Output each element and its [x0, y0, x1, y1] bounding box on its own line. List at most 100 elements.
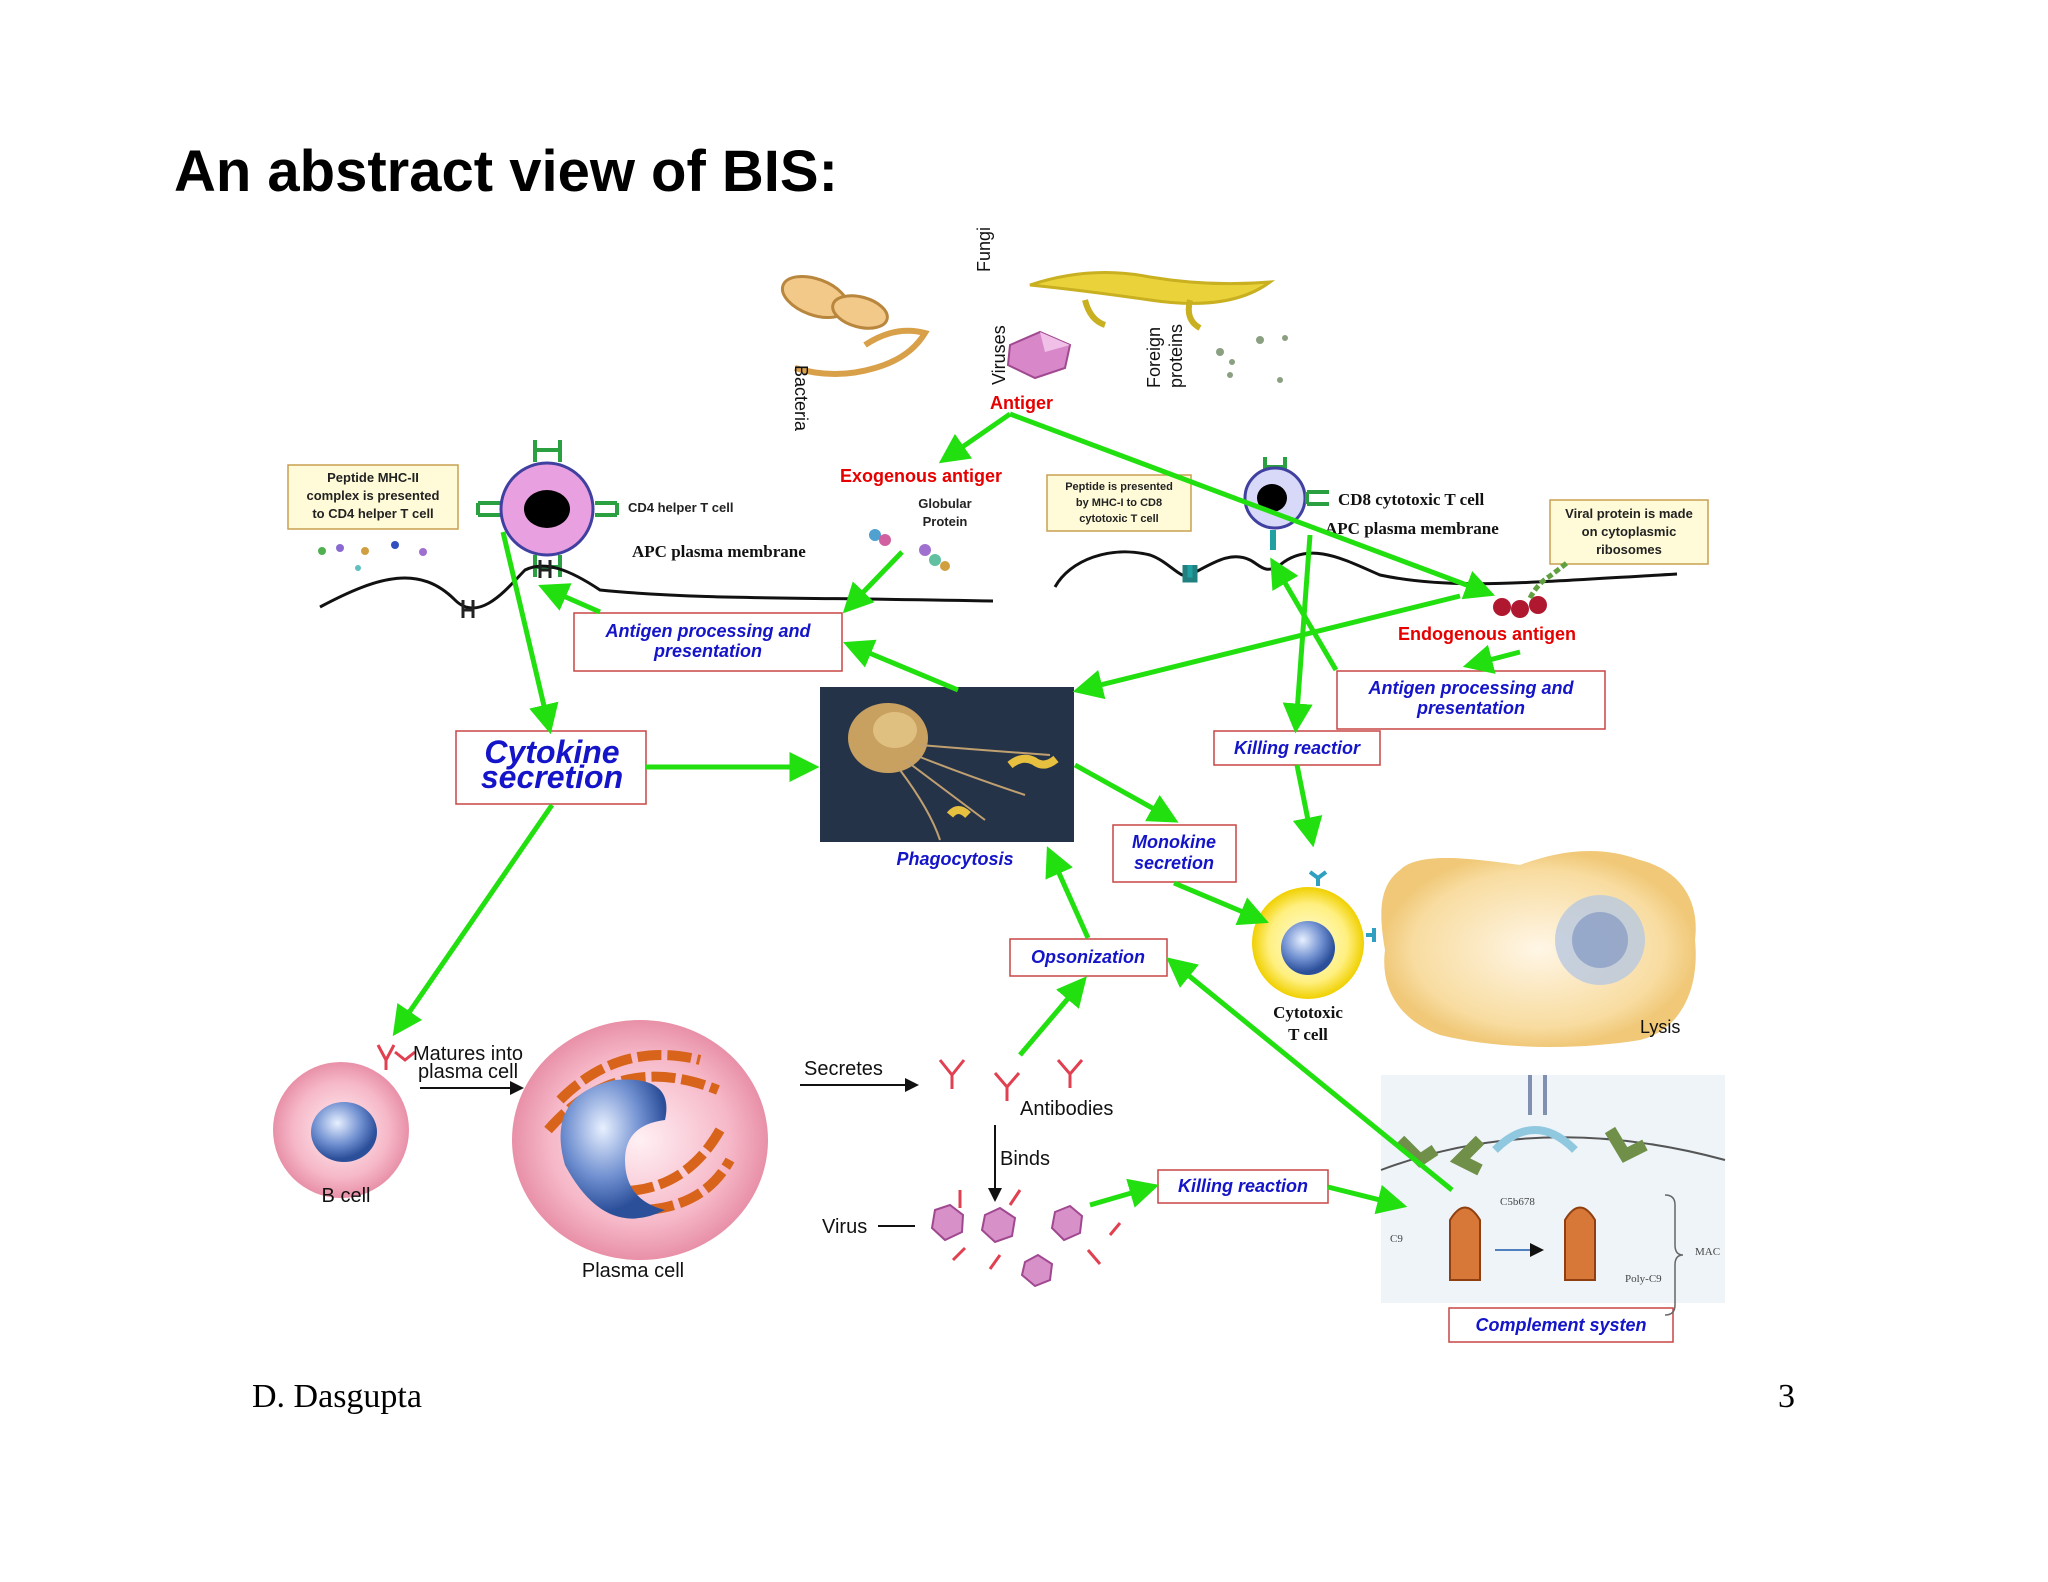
- ribosomes-icon: [1493, 560, 1570, 618]
- cytotoxic-t-cell-icon: [1252, 870, 1376, 999]
- virus-label: Virus: [822, 1216, 867, 1238]
- antibodies-icon: [938, 1059, 1084, 1101]
- arrow-opsonization-to-phagocyte: [1045, 846, 1091, 940]
- b-cell-icon: [273, 1044, 416, 1198]
- flow-arrows: [392, 411, 1521, 1215]
- arrow-virus-to-killing: [1089, 1178, 1160, 1208]
- note-viral-line1: Viral protein is made: [1565, 506, 1693, 521]
- mhc-left-icon: [461, 560, 552, 618]
- note-mhc1-box: [1046, 474, 1192, 532]
- app-left-line1: Antigen processing and: [604, 621, 811, 641]
- cd4-t-cell-icon: [476, 440, 619, 577]
- foreign-proteins-icon: [1216, 335, 1288, 383]
- binds-label: Binds: [1000, 1148, 1050, 1170]
- cytokine-line1: Cytokine: [484, 734, 619, 770]
- globular-protein-1: Globular: [918, 496, 971, 511]
- app-right-box: [1336, 670, 1606, 730]
- bacteria-label: Bacteria: [791, 365, 811, 432]
- note-mhc2-line3: to CD4 helper T cell: [312, 506, 433, 521]
- app-left-line2: presentation: [653, 641, 762, 661]
- note-viral-line2: on cytoplasmic: [1582, 524, 1677, 539]
- c5b678-label: C5b678: [1500, 1196, 1535, 1208]
- antibodies-label: Antibodies: [1020, 1098, 1113, 1120]
- lysis-label: Lysis: [1640, 1017, 1680, 1037]
- note-mhc1-line1: Peptide is presented: [1065, 481, 1173, 493]
- complement-image: C5b678 C9 MAC Poly-C9: [1380, 1075, 1726, 1316]
- arrow-antibodies-to-opsonization: [1018, 976, 1087, 1057]
- arrow-complement-to-opsonization: [1166, 957, 1454, 1192]
- fungi-icon: [1029, 271, 1276, 305]
- killing-bottom-label: Killing reaction: [1178, 1176, 1308, 1196]
- killing-bottom-box: [1157, 1169, 1329, 1204]
- arrow-killing-to-complement: [1327, 1184, 1408, 1215]
- signal-dots: [318, 541, 427, 571]
- plasma-cell-icon: [512, 1020, 768, 1260]
- cd8-label: CD8 cytotoxic T cell: [1338, 490, 1484, 509]
- arrow-app-left-to-mhc: [538, 583, 601, 615]
- foreign-proteins-label-2: proteins: [1166, 324, 1186, 388]
- note-mhc1-line2: by MHC-I to CD8: [1076, 497, 1162, 509]
- arrow-endogenous-to-phagocyte: [1072, 593, 1461, 700]
- monokine-line2: secretion: [1134, 853, 1214, 873]
- foreign-proteins-label-1: Foreign: [1144, 327, 1164, 388]
- cytotoxic-label-1: Cytotoxic: [1273, 1003, 1343, 1022]
- polyc9-label: Poly-C9: [1625, 1273, 1662, 1285]
- arrow-phagocyte-to-app-left: [843, 639, 959, 693]
- arrow-endogenous-to-app-right: [1462, 644, 1521, 674]
- app-right-line2: presentation: [1416, 698, 1525, 718]
- arrow-monokine-to-ctl: [1173, 880, 1269, 926]
- pathogen-cluster: Bacteria Fungi Viruses Foreign proteins: [780, 227, 1288, 432]
- plasma-cell-label: Plasma cell: [582, 1260, 684, 1282]
- note-mhc2-line2: complex is presented: [307, 488, 440, 503]
- note-viral-line3: ribosomes: [1596, 542, 1662, 557]
- monokine-line1: Monokine: [1132, 832, 1216, 852]
- cytokine-box: [455, 730, 647, 805]
- matures-label-1: Matures into: [413, 1043, 523, 1065]
- virus-cluster-icon: [930, 1189, 1122, 1288]
- viruses-label: Viruses: [989, 325, 1009, 385]
- globular-protein-2: Protein: [923, 514, 968, 529]
- killing-top-label: Killing reactior: [1234, 738, 1361, 758]
- cytotoxic-label-2: T cell: [1288, 1025, 1328, 1044]
- arrow-cytokine-to-bcell: [392, 803, 555, 1037]
- slide-title: An abstract view of BIS:: [174, 139, 838, 204]
- matures-label-2: plasma cell: [418, 1061, 518, 1083]
- note-mhc2-box: [287, 464, 459, 530]
- phagocytosis-label: Phagocytosis: [896, 849, 1013, 869]
- virus-crystal-icon: [1006, 330, 1072, 380]
- footer-page-number: 3: [1778, 1378, 1795, 1415]
- mac-label: MAC: [1695, 1246, 1720, 1258]
- complement-label: Complement systen: [1475, 1315, 1646, 1335]
- cd8-t-cell-icon: [1243, 457, 1329, 550]
- endogenous-label: Endogenous antigen: [1398, 624, 1576, 644]
- c9-label: C9: [1390, 1233, 1403, 1245]
- opsonization-label: Opsonization: [1031, 947, 1145, 967]
- cd4-label: CD4 helper T cell: [628, 500, 733, 515]
- apc-left-label: APC plasma membrane: [632, 542, 806, 561]
- arrow-killing-to-ctl: [1292, 764, 1323, 848]
- spirochete-icon: [794, 327, 930, 377]
- app-left-box: [573, 612, 843, 672]
- phagocyte-image: [820, 687, 1074, 842]
- secretes-label: Secretes: [804, 1058, 883, 1080]
- arrow-cd4-to-cytokine: [500, 531, 559, 735]
- fungi-label: Fungi: [974, 227, 994, 272]
- exogenous-label: Exogenous antiger: [840, 466, 1002, 486]
- arrow-cd8-to-killing: [1282, 534, 1313, 734]
- mhc-right-icon: [1182, 565, 1198, 583]
- note-mhc1-line3: cytotoxic T cell: [1079, 513, 1158, 525]
- app-right-line1: Antigen processing and: [1367, 678, 1574, 698]
- apc-membrane-left: [319, 564, 994, 610]
- globular-protein-icon: [869, 529, 950, 571]
- arrow-antigen-to-endogenous: [1009, 411, 1496, 600]
- footer-author: D. Dasgupta: [252, 1378, 422, 1415]
- note-mhc2-line1: Peptide MHC-II: [327, 470, 419, 485]
- arrow-globular-to-app-left: [842, 550, 904, 614]
- b-cell-label: B cell: [322, 1185, 371, 1207]
- lysis-cell-icon: [1381, 850, 1696, 1047]
- arrow-phagocyte-to-monokine: [1073, 762, 1179, 823]
- antigen-label: Antiger: [990, 393, 1053, 413]
- arrow-app-right-to-cd8: [1270, 557, 1339, 672]
- cytokine-line2: secretion: [481, 759, 623, 795]
